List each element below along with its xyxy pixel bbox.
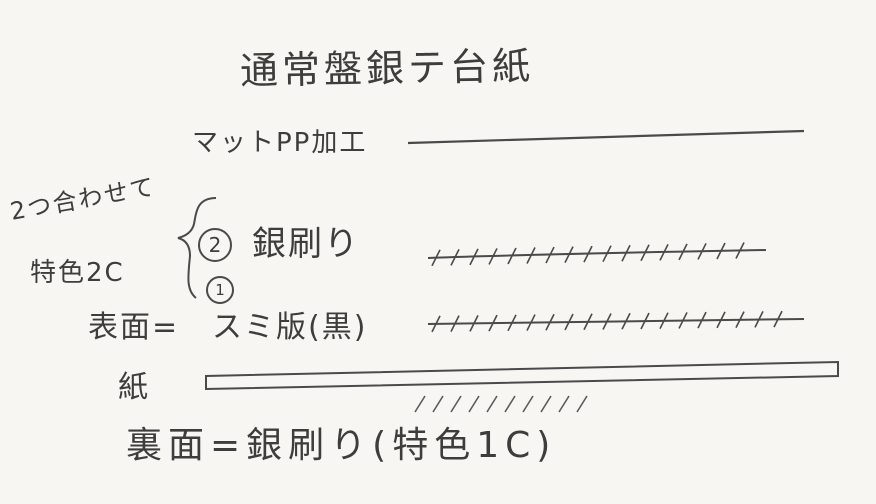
- hatch-mark: [545, 313, 555, 331]
- layer-number-2: 2: [198, 228, 232, 262]
- back-side-label: 裏面=銀刷り(特色1C): [126, 425, 557, 466]
- sumi-plate-label: スミ版(黒): [212, 310, 368, 345]
- paper-label: 紙: [118, 370, 150, 405]
- hatch-mark: [507, 247, 517, 265]
- hatch-mark: [754, 311, 764, 328]
- paper-sheet: [205, 360, 839, 391]
- hatch-mark: [522, 395, 534, 413]
- hatch-mark: [602, 313, 612, 330]
- hatch-mark: [468, 395, 480, 413]
- hatch-mark: [773, 310, 783, 328]
- hatch-mark: [678, 312, 688, 329]
- hatch-mark: [450, 248, 460, 266]
- page-title: 通常盤銀テ台紙: [239, 43, 535, 93]
- hatch-mark: [504, 395, 516, 413]
- hatch-mark: [431, 315, 441, 333]
- hatch-mark: [659, 243, 669, 261]
- hatch-mark: [697, 311, 707, 329]
- hatch-mark: [564, 313, 574, 331]
- layer-number-1: 1: [206, 276, 234, 304]
- hatch-mark: [558, 395, 570, 413]
- hatch-mark: [486, 395, 498, 413]
- hatch-mark: [678, 243, 688, 261]
- hatch-mark: [540, 395, 552, 413]
- hatch-mark: [640, 312, 650, 330]
- hatch-mark: [735, 311, 745, 328]
- hatch-mark: [602, 245, 612, 263]
- hatch-mark: [583, 245, 593, 263]
- group-brace: [177, 197, 217, 299]
- hatch-mark: [432, 395, 444, 413]
- hatch-mark: [545, 246, 555, 264]
- silver-print-label: 銀刷り: [252, 224, 360, 264]
- hatch-mark: [450, 395, 462, 413]
- front-side-label: 表面=: [88, 310, 180, 345]
- hatch-mark: [659, 312, 669, 330]
- hatch-mark: [583, 313, 593, 331]
- hatch-mark: [526, 314, 536, 331]
- combine-note-line2: 特色2C: [30, 258, 125, 288]
- hatch-mark: [716, 242, 726, 260]
- back-silver-hatch: [414, 395, 588, 413]
- hatch-mark: [469, 248, 479, 266]
- hatch-mark: [488, 314, 498, 332]
- hatch-mark: [564, 246, 574, 263]
- sumi-plate-line: [427, 310, 805, 333]
- hatch-mark: [621, 244, 631, 262]
- matte-pp-line: [407, 129, 805, 145]
- silver-print-line: [427, 242, 767, 267]
- hatch-mark: [735, 242, 745, 259]
- hatch-mark: [640, 244, 650, 262]
- hatch-mark: [697, 243, 707, 260]
- hatch-mark: [621, 312, 631, 330]
- hatch-mark: [450, 315, 460, 332]
- hatch-mark: [526, 247, 536, 264]
- hatch-mark: [507, 314, 517, 332]
- hatch-mark: [431, 249, 441, 267]
- hatch-mark: [469, 314, 479, 332]
- hatch-mark: [414, 395, 426, 413]
- hatch-mark: [576, 395, 588, 413]
- hatch-mark: [488, 248, 498, 265]
- matte-pp-label: マットPP加工: [192, 128, 368, 158]
- hatch-mark: [716, 311, 726, 329]
